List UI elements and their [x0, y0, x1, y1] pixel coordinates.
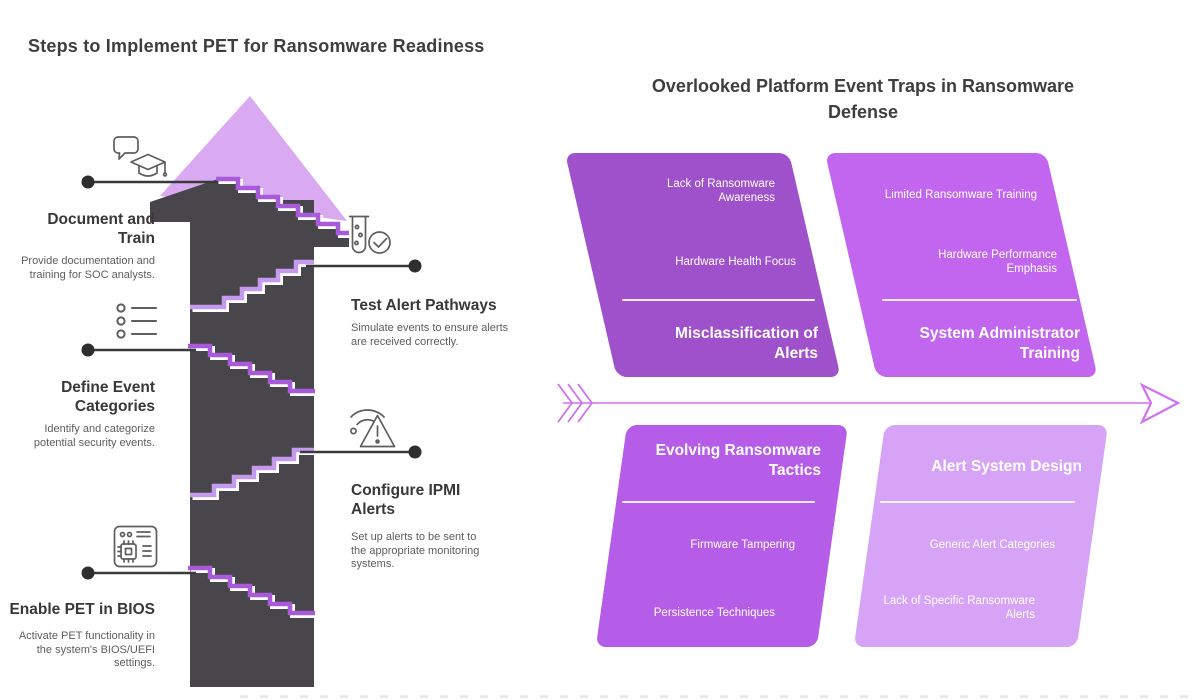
trap-item: Firmware Tampering [690, 539, 795, 551]
box-divider [622, 501, 815, 503]
step-description: Provide documentation and training for S… [21, 255, 155, 281]
trap-item: Lack of Specific Ransomware Alerts [883, 595, 1035, 621]
stair-flight-2 [190, 259, 314, 310]
step-description: Set up alerts to be sent to the appropri… [351, 531, 480, 570]
step-configure-ipmi-alerts: Configure IPMI Alerts Set up alerts to b… [351, 481, 486, 572]
step-heading: Enable PET in BIOS [9, 601, 155, 618]
connector-dots [81, 175, 422, 580]
box-divider [880, 501, 1075, 503]
stair-flights-secondary [190, 259, 314, 498]
step-description: Activate PET functionality in the system… [18, 630, 155, 669]
step-heading: Define Event Categories [61, 379, 155, 415]
step-document-and-train: Document and Train Provide documentation… [7, 210, 155, 282]
arrow-head [1139, 382, 1181, 425]
trap-item: Persistence Techniques [653, 607, 775, 619]
test-tube-check-icon [348, 215, 391, 254]
stair-flight-4 [190, 447, 314, 498]
chat-graduation-icon [113, 136, 168, 177]
staircase-tower [150, 179, 349, 687]
step-enable-pet-in-bios: Enable PET in BIOS Activate PET function… [7, 600, 155, 671]
step-description: Simulate events to ensure alerts are rec… [351, 322, 509, 348]
trap-item: Hardware Performance Emphasis [938, 249, 1057, 275]
trap-box-heading: System Administrator Training [919, 325, 1081, 362]
step-description: Identify and categorize potential securi… [33, 423, 155, 449]
step-heading: Document and Train [47, 211, 155, 247]
step-heading: Configure IPMI Alerts [351, 482, 461, 518]
box-divider [622, 299, 815, 301]
stair-flight-1 [216, 176, 349, 236]
stair-flight-3 [188, 343, 315, 394]
box-divider [882, 299, 1077, 301]
trap-box-heading: Evolving Ransomware Tactics [655, 442, 821, 479]
arrow-fletching [557, 383, 594, 423]
trap-item: Limited Ransomware Training [884, 189, 1037, 201]
bios-chip-icon [113, 525, 158, 568]
wifi-alert-icon [350, 409, 396, 448]
step-define-event-categories: Define Event Categories Identify and cat… [7, 378, 155, 450]
trap-box-heading: Alert System Design [931, 458, 1082, 475]
left-diagram-title: Steps to Implement PET for Ransomware Re… [28, 36, 485, 56]
trap-box-heading: Misclassification of Alerts [675, 325, 818, 362]
trap-item: Generic Alert Categories [929, 539, 1055, 551]
stair-flight-5 [188, 565, 315, 616]
fishbone-arrow [557, 382, 1181, 425]
trap-item: Hardware Health Focus [675, 256, 796, 268]
connector-lines [88, 180, 415, 575]
step-test-alert-pathways: Test Alert Pathways Simulate events to e… [351, 296, 513, 349]
stair-flights-primary [188, 176, 349, 616]
trap-item: Lack of Ransomware Awareness [666, 178, 775, 204]
checklist-icon [116, 303, 157, 339]
right-diagram-title: Overlooked Platform Event Traps in Ranso… [651, 76, 1075, 122]
step-heading: Test Alert Pathways [351, 297, 497, 314]
